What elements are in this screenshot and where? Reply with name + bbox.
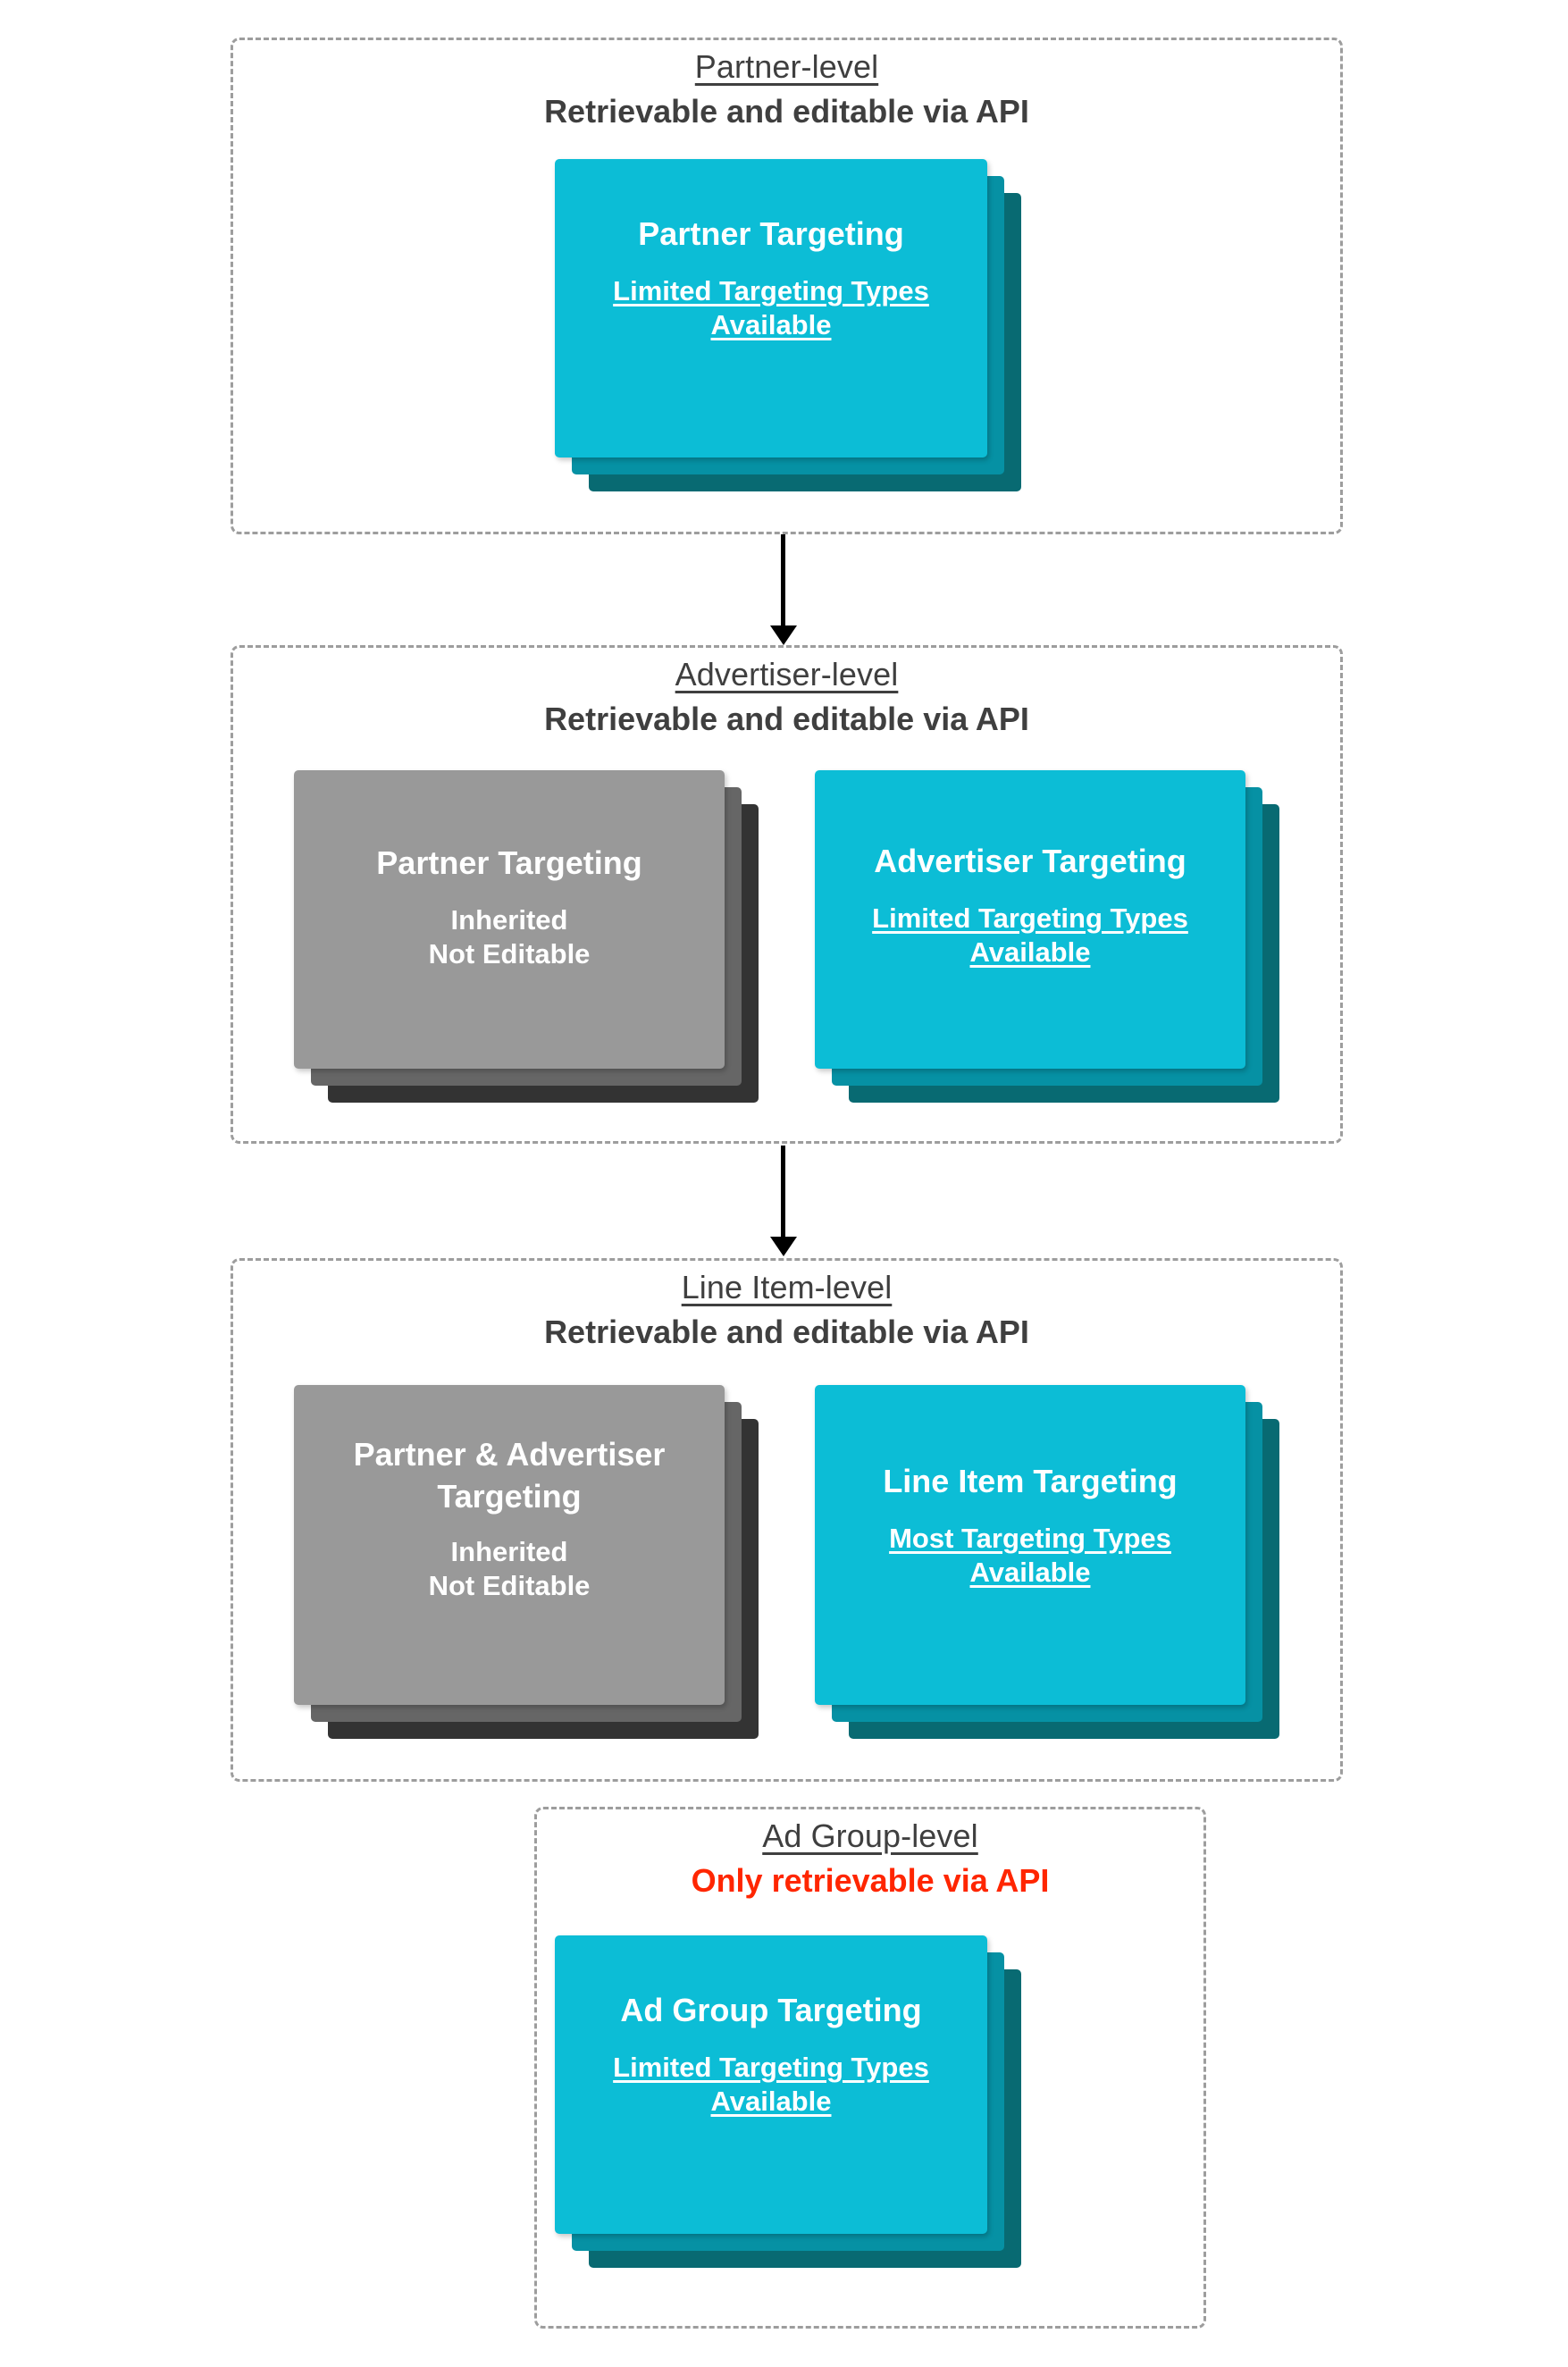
- card-layer-front[interactable]: Partner & Advertiser Targeting Inherited…: [294, 1385, 725, 1705]
- card-layer-front[interactable]: Advertiser Targeting Limited Targeting T…: [815, 770, 1245, 1069]
- arrow-shaft: [781, 534, 785, 625]
- card-layer-front[interactable]: Partner Targeting Limited Targeting Type…: [555, 159, 987, 457]
- arrow-head-icon: [770, 625, 797, 645]
- card-layer-front[interactable]: Partner Targeting Inherited Not Editable: [294, 770, 725, 1069]
- card-stack-partner-targeting[interactable]: Partner Targeting Limited Targeting Type…: [555, 159, 1021, 491]
- card-stack-line-item-inherited[interactable]: Partner & Advertiser Targeting Inherited…: [294, 1385, 759, 1739]
- card-layer-front[interactable]: Ad Group Targeting Limited Targeting Typ…: [555, 1935, 987, 2234]
- arrow-shaft: [781, 1146, 785, 1237]
- card-stack-advertiser-inherited-partner[interactable]: Partner Targeting Inherited Not Editable: [294, 770, 759, 1103]
- card-subtitle: Inherited Not Editable: [428, 904, 591, 969]
- card-subtitle: Most Targeting Types Available: [889, 1523, 1171, 1588]
- card-subtitle: Limited Targeting Types Available: [613, 275, 929, 340]
- arrow-head-icon: [770, 1237, 797, 1256]
- card-layer-front[interactable]: Line Item Targeting Most Targeting Types…: [815, 1385, 1245, 1705]
- connector-arrow-partner-to-advertiser: [766, 534, 801, 645]
- card-subtitle: Inherited Not Editable: [428, 1536, 591, 1601]
- card-subtitle: Limited Targeting Types Available: [872, 902, 1188, 968]
- level-container-advertiser: [231, 645, 1343, 1144]
- level-container-ad-group: [534, 1807, 1206, 2329]
- card-stack-line-item-targeting[interactable]: Line Item Targeting Most Targeting Types…: [815, 1385, 1279, 1739]
- card-stack-advertiser-targeting[interactable]: Advertiser Targeting Limited Targeting T…: [815, 770, 1279, 1103]
- level-container-line-item: [231, 1258, 1343, 1782]
- card-title: Ad Group Targeting: [620, 1992, 922, 2028]
- connector-arrow-advertiser-to-line-item: [766, 1146, 801, 1256]
- card-title: Partner & Advertiser Targeting: [353, 1436, 666, 1515]
- card-subtitle: Limited Targeting Types Available: [613, 2052, 929, 2117]
- card-stack-ad-group-targeting[interactable]: Ad Group Targeting Limited Targeting Typ…: [555, 1935, 1021, 2268]
- card-title: Line Item Targeting: [883, 1463, 1178, 1499]
- card-title: Partner Targeting: [376, 844, 642, 881]
- level-container-partner: [231, 38, 1343, 534]
- card-title: Advertiser Targeting: [874, 843, 1186, 879]
- card-title: Partner Targeting: [638, 215, 904, 252]
